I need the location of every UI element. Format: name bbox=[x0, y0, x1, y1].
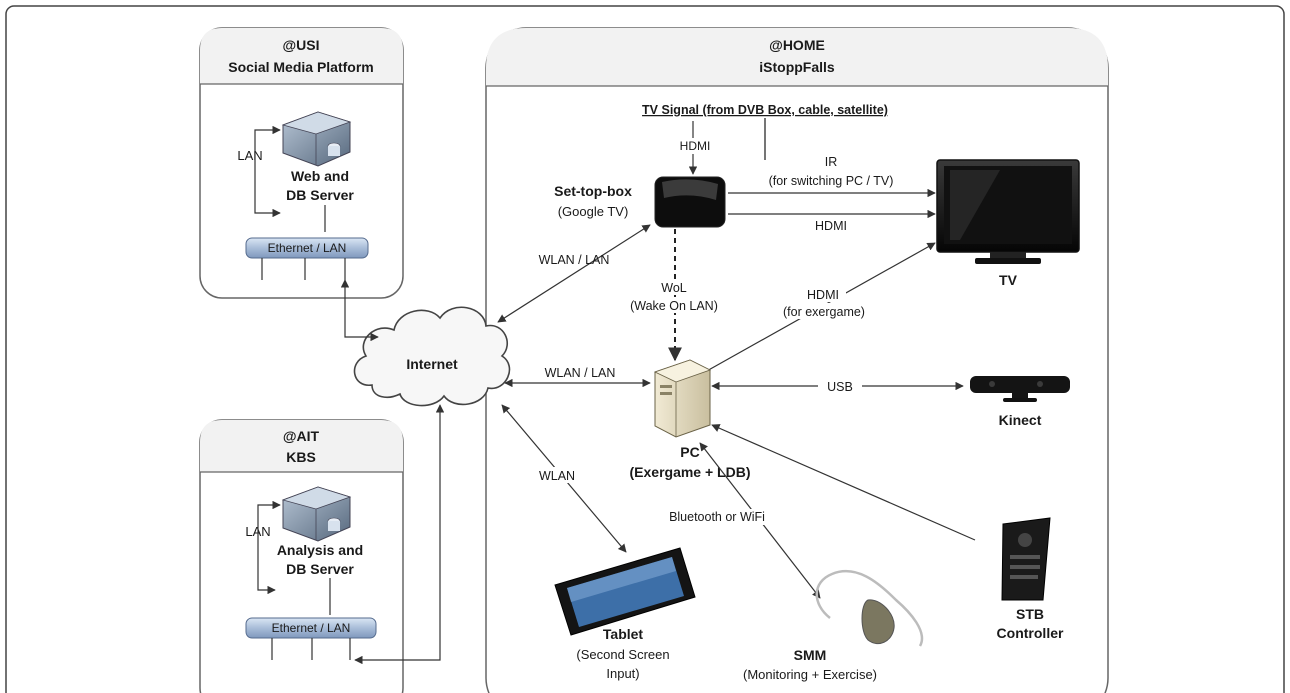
analysis-db-server-icon bbox=[281, 486, 352, 542]
pc-tower-icon bbox=[653, 359, 712, 438]
settop-label-1: Set-top-box bbox=[554, 183, 632, 199]
tablet-label-1: Tablet bbox=[603, 626, 644, 642]
internet-label: Internet bbox=[406, 356, 458, 372]
tablet-label-2: (Second Screen bbox=[576, 647, 669, 662]
usi-title: @USI bbox=[283, 37, 320, 53]
home-subtitle: iStoppFalls bbox=[759, 59, 835, 75]
ait-ethernet-bus: Ethernet / LAN bbox=[245, 617, 377, 660]
stb-remote-icon bbox=[1001, 517, 1051, 601]
web-db-server-icon bbox=[281, 111, 352, 167]
smm-pendant-icon bbox=[815, 569, 924, 647]
outer-frame bbox=[5, 5, 1285, 693]
bluetooth-label: Bluetooth or WiFi bbox=[669, 510, 765, 524]
usi-subtitle: Social Media Platform bbox=[228, 59, 373, 75]
stb-label-2: Controller bbox=[997, 625, 1064, 641]
set-top-box-icon bbox=[654, 176, 726, 228]
wlan-lan-pc-label: WLAN / LAN bbox=[545, 366, 616, 380]
wol-label-1: WoL bbox=[661, 281, 687, 295]
usi-ethernet-bus: Ethernet / LAN bbox=[245, 237, 369, 280]
hdmi-exergame-label-1: HDMI bbox=[807, 288, 839, 302]
ait-title: @AIT bbox=[283, 428, 320, 444]
tablet-label-3: Input) bbox=[606, 666, 639, 681]
pc-label-1: PC bbox=[680, 444, 699, 460]
home-title: @HOME bbox=[769, 37, 825, 53]
wol-label-2: (Wake On LAN) bbox=[630, 299, 718, 313]
usi-panel: @USI Social Media Platform bbox=[199, 27, 404, 299]
ir-label-1: IR bbox=[825, 155, 838, 169]
smm-label-1: SMM bbox=[794, 647, 827, 663]
usi-server-label-2: DB Server bbox=[286, 187, 354, 203]
wlan-lan-settop-label: WLAN / LAN bbox=[539, 253, 610, 267]
smm-label-2: (Monitoring + Exercise) bbox=[743, 667, 877, 682]
pc-label-2: (Exergame + LDB) bbox=[630, 464, 751, 480]
tv-signal-label: TV Signal (from DVB Box, cable, satellit… bbox=[642, 103, 888, 117]
tablet-icon bbox=[554, 547, 696, 636]
kinect-label: Kinect bbox=[999, 412, 1042, 428]
ait-server-label-2: DB Server bbox=[286, 561, 354, 577]
hdmi-top-label: HDMI bbox=[680, 139, 711, 153]
tv-icon bbox=[936, 159, 1080, 264]
hdmi-exergame-label-2: (for exergame) bbox=[783, 305, 865, 319]
usi-lan-label: LAN bbox=[237, 148, 262, 163]
usb-label: USB bbox=[827, 380, 853, 394]
usi-bus-label: Ethernet / LAN bbox=[268, 241, 347, 255]
usi-server-label-1: Web and bbox=[291, 168, 349, 184]
hdmi-tv-label: HDMI bbox=[815, 219, 847, 233]
ait-subtitle: KBS bbox=[286, 449, 316, 465]
tv-label: TV bbox=[999, 272, 1018, 288]
ait-server-label-1: Analysis and bbox=[277, 542, 363, 558]
settop-label-2: (Google TV) bbox=[558, 204, 629, 219]
kinect-icon bbox=[970, 376, 1070, 402]
wlan-label: WLAN bbox=[539, 469, 575, 483]
ait-bus-label: Ethernet / LAN bbox=[272, 621, 351, 635]
stb-label-1: STB bbox=[1016, 606, 1044, 622]
ir-label-2: (for switching PC / TV) bbox=[769, 174, 894, 188]
